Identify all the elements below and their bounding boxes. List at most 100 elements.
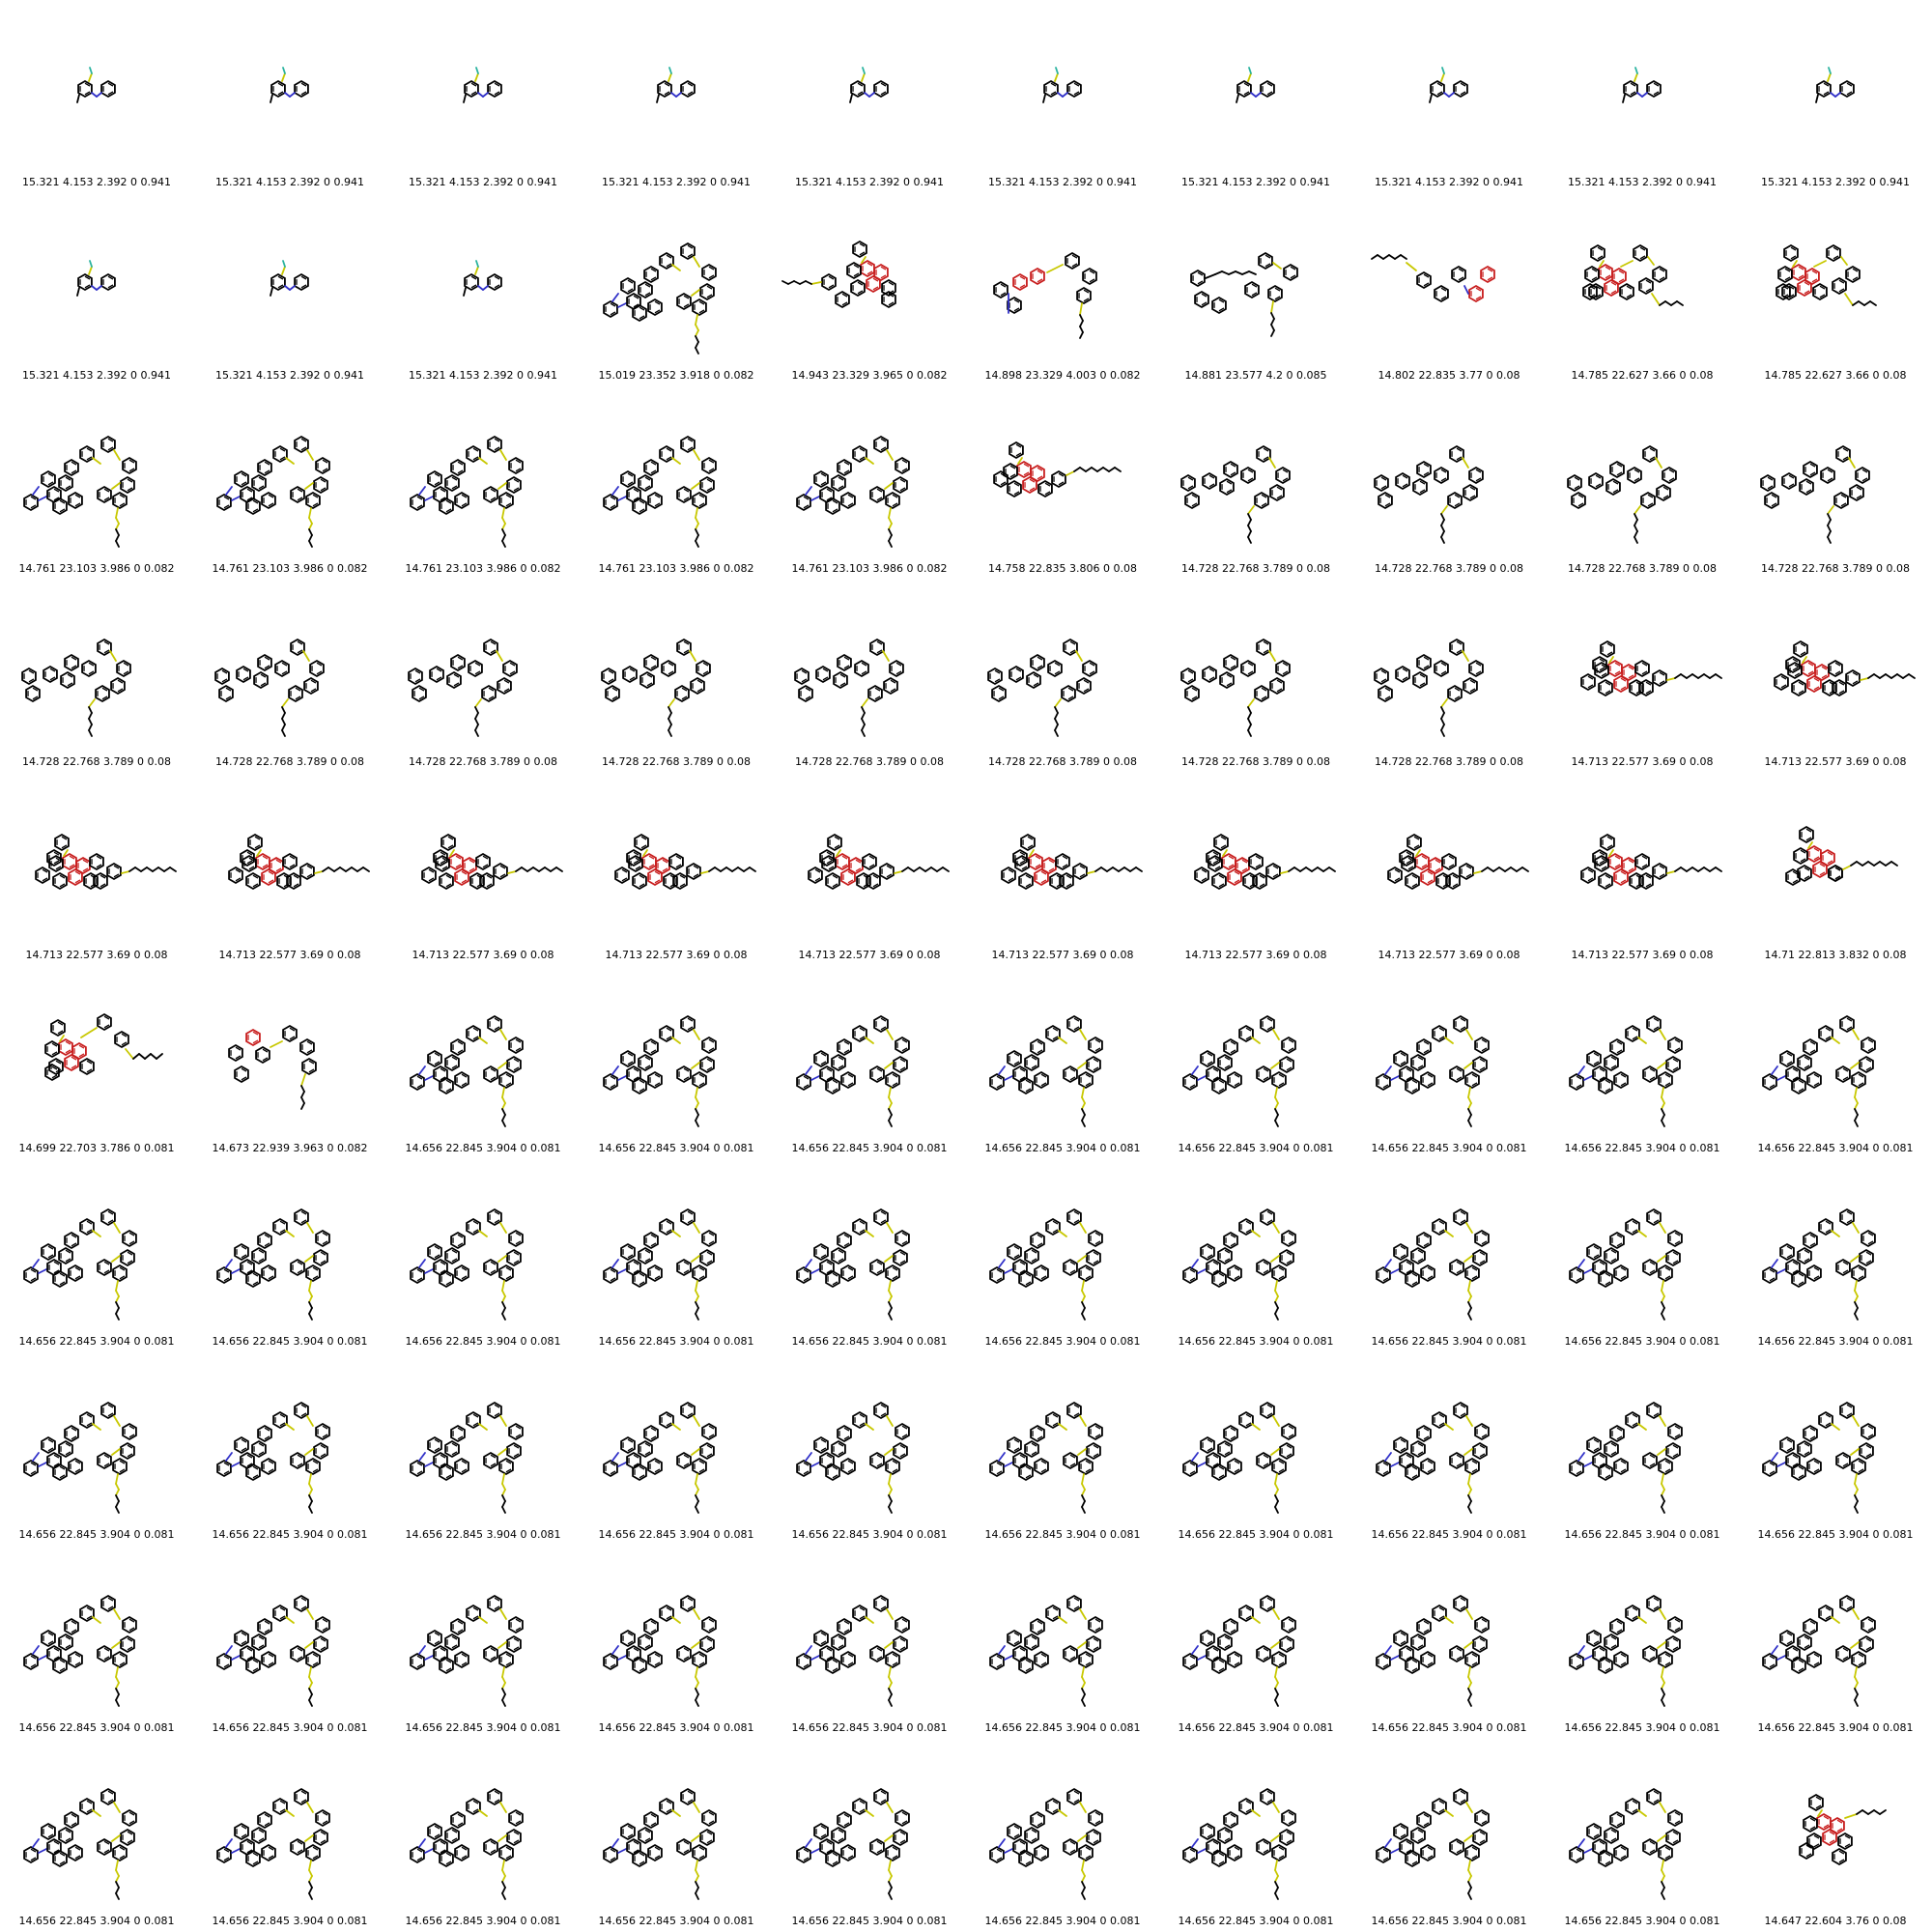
benzene-ring	[305, 1843, 321, 1862]
molecule-structure	[773, 1546, 966, 1716]
benzene-ring	[1271, 1264, 1287, 1283]
alkyl-chain-bond	[532, 867, 540, 872]
alkyl-chain-bond	[1081, 1688, 1086, 1695]
n-bond	[91, 92, 98, 98]
alkyl-chain-bond	[1854, 1682, 1859, 1690]
s-bond	[884, 1834, 894, 1842]
molecule-cell: 14.656 22.845 3.904 0 0.081	[1352, 1159, 1546, 1352]
benzene-ring	[1086, 1828, 1101, 1847]
alkyl-chain-bond	[521, 867, 528, 872]
benzene-ring	[1472, 1828, 1488, 1847]
benzene-ring	[216, 493, 232, 512]
s-bond	[281, 698, 289, 708]
benzene-ring	[1217, 1246, 1233, 1265]
n-bond	[611, 1065, 619, 1075]
benzene-ring	[245, 1656, 261, 1675]
molecule-drawing	[1762, 1401, 1876, 1514]
alkyl-chain-bond	[1854, 1295, 1859, 1303]
benzene-ring	[79, 1057, 95, 1076]
alkyl-chain-bond	[1854, 1676, 1859, 1684]
benzene-ring	[498, 1070, 514, 1090]
s-bond	[1852, 1415, 1860, 1427]
benzene-ring	[620, 1049, 636, 1068]
n-bond	[611, 1452, 619, 1462]
alkyl-chain-bond	[308, 1506, 313, 1514]
benzene-ring	[643, 653, 659, 672]
benzene-ring	[1256, 1451, 1271, 1470]
s-bond	[113, 1608, 121, 1620]
s-bond	[1077, 1834, 1087, 1842]
benzene-ring	[427, 1822, 442, 1841]
molecule-structure	[1546, 386, 1739, 556]
s-bond	[1860, 677, 1869, 681]
alkyl-chain-bond	[1861, 1809, 1869, 1815]
benzene-ring	[1760, 473, 1776, 493]
benzene-ring	[1256, 1065, 1271, 1084]
molecule-structure	[1546, 1159, 1739, 1329]
score-caption: 14.656 22.845 3.904 0 0.081	[405, 1335, 561, 1348]
s-bond	[1651, 293, 1661, 306]
molecule-structure	[773, 773, 966, 943]
molecule-drawing	[1815, 67, 1855, 103]
benzene-ring	[1820, 466, 1835, 485]
benzene-ring	[120, 1248, 135, 1267]
benzene-ring	[506, 1634, 522, 1654]
s-bond	[1075, 650, 1083, 662]
n-bond	[284, 92, 291, 98]
alkyl-chain-bond	[163, 867, 171, 872]
alkyl-chain-bond	[888, 1290, 893, 1297]
alkyl-chain-bond	[501, 1489, 506, 1496]
s-bond	[1462, 457, 1469, 469]
benzene-ring	[100, 1401, 116, 1420]
alkyl-chain-bond	[1467, 1489, 1472, 1496]
s-bond	[1842, 865, 1852, 870]
s-bond	[1272, 1029, 1280, 1040]
alkyl-chain-bond	[115, 1869, 120, 1877]
alkyl-chain-bond	[1118, 867, 1125, 872]
score-caption: 14.758 22.835 3.806 0 0.08	[988, 562, 1137, 575]
s-bond	[882, 650, 890, 662]
benzene-ring	[1405, 871, 1420, 891]
alkyl-chain-bond	[1274, 1489, 1279, 1496]
s-bond	[1058, 1809, 1067, 1817]
benzene-ring	[1667, 1036, 1683, 1055]
molecule-cell: 15.321 4.153 2.392 0 0.941	[966, 0, 1159, 193]
benzene-ring	[1835, 1644, 1851, 1663]
alkyl-chain-bond	[1274, 1500, 1279, 1508]
alkyl-chain-bond	[1288, 867, 1295, 872]
s-bond	[1079, 1608, 1087, 1620]
alkyl-chain-bond	[668, 724, 672, 731]
n-bond	[1197, 1848, 1207, 1854]
alkyl-chain-bond	[888, 1295, 893, 1303]
n-bond	[810, 1462, 820, 1467]
alkyl-chain-bond	[501, 1096, 506, 1104]
alkyl-chain-bond	[474, 718, 479, 725]
benzene-ring	[1569, 1265, 1584, 1285]
alkyl-chain-bond	[695, 1301, 699, 1309]
s-bond	[306, 1802, 314, 1813]
n-bond	[225, 1452, 233, 1462]
alkyl-chain-bond	[787, 280, 795, 285]
benzene-ring	[100, 435, 116, 454]
benzene-ring	[41, 1822, 56, 1841]
s-bond	[1079, 1802, 1087, 1813]
score-caption: 14.656 22.845 3.904 0 0.081	[1178, 1528, 1334, 1541]
score-caption: 14.656 22.845 3.904 0 0.081	[405, 1721, 561, 1734]
s-bond	[1465, 1415, 1473, 1427]
s-bond	[886, 449, 894, 461]
alkyl-chain-bond	[1661, 1290, 1665, 1297]
s-bond	[1659, 1222, 1666, 1234]
alkyl-chain-bond	[1382, 254, 1390, 260]
alkyl-chain-bond	[1661, 1313, 1665, 1321]
molecule-drawing	[1567, 444, 1677, 544]
molecule-drawing	[1799, 1793, 1887, 1866]
benzene-ring	[879, 862, 895, 881]
benzene-ring	[493, 862, 508, 881]
benzene-ring	[498, 1843, 514, 1862]
benzene-ring	[1182, 1265, 1198, 1285]
benzene-ring	[1808, 1793, 1824, 1812]
alkyl-chain-bond	[1510, 867, 1518, 872]
benzene-ring	[1569, 1459, 1584, 1478]
benzene-ring	[427, 1049, 442, 1068]
molecule-structure	[773, 1352, 966, 1522]
